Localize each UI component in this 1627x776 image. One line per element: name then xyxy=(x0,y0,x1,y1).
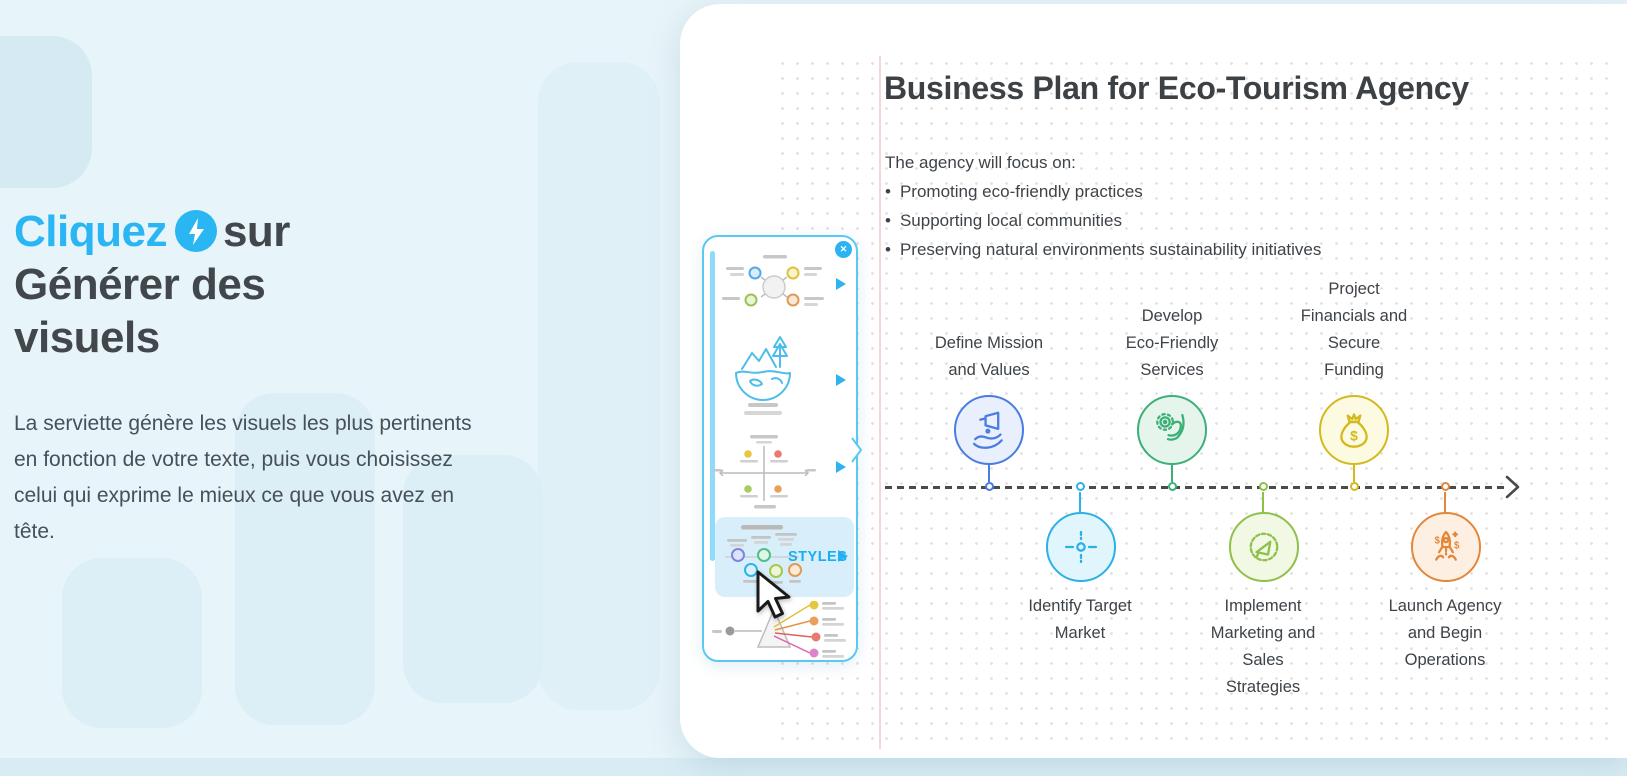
thumbnail-radial-diagram[interactable] xyxy=(718,253,830,317)
step-bubble-identify-market[interactable] xyxy=(1046,512,1116,582)
megaphone-hand-icon xyxy=(972,411,1003,449)
styles-label: STYLES xyxy=(788,549,848,565)
hero-heading-accent: Cliquez xyxy=(14,207,167,256)
background-shape xyxy=(403,455,543,703)
play-icon[interactable] xyxy=(836,461,846,473)
background-shape xyxy=(62,558,202,728)
background-band xyxy=(0,758,1627,776)
document-body: The agency will focus on: Promoting eco-… xyxy=(885,148,1321,264)
styles-panel: ✕ xyxy=(702,235,858,662)
hero-heading-line3: visuels xyxy=(14,313,160,362)
panel-scrollbar[interactable] xyxy=(710,251,715,561)
timeline-node xyxy=(1440,482,1450,491)
step-label: Implement Marketing and Sales Strategies xyxy=(1210,597,1316,696)
step-bubble-develop-services[interactable] xyxy=(1137,395,1207,465)
step-label: Launch Agency and Begin Operations xyxy=(1388,597,1502,669)
timeline-stem xyxy=(1262,492,1264,512)
timeline-node xyxy=(1167,482,1177,491)
money-bag-icon: $ xyxy=(1340,413,1368,448)
play-icon[interactable] xyxy=(836,278,846,290)
close-icon[interactable]: ✕ xyxy=(835,241,852,258)
timeline-node xyxy=(1075,482,1085,491)
play-icon[interactable] xyxy=(838,550,848,562)
timeline-node xyxy=(1349,482,1359,491)
svg-text:$: $ xyxy=(1435,536,1441,547)
hero-heading-word: sur xyxy=(222,207,290,256)
promo-badge-icon xyxy=(1249,532,1279,562)
gear-hand-icon xyxy=(1156,412,1185,441)
step-label: Project Financials and Secure Funding xyxy=(1300,280,1408,379)
svg-text:$: $ xyxy=(1454,541,1460,552)
bullet-item: Preserving natural environments sustaina… xyxy=(885,235,1321,264)
svg-text:$: $ xyxy=(1350,428,1358,443)
timeline-stem xyxy=(1079,492,1081,512)
thumbnail-prism-diagram[interactable] xyxy=(712,601,852,662)
timeline-stem xyxy=(988,465,990,482)
timeline-stem xyxy=(1353,465,1355,482)
background-shape xyxy=(0,36,92,188)
timeline-axis xyxy=(885,486,1507,489)
background-shape xyxy=(538,62,660,710)
timeline-node xyxy=(984,482,994,491)
hero-heading-line2: Générer des xyxy=(14,260,266,309)
lightning-bolt-icon xyxy=(174,210,217,252)
bullet-item: Promoting eco-friendly practices xyxy=(885,177,1321,206)
timeline-stem xyxy=(1444,492,1446,512)
play-icon[interactable] xyxy=(836,374,846,386)
panel-pointer-notch xyxy=(851,437,862,463)
step-label: Develop Eco-Friendly Services xyxy=(1125,307,1219,379)
step-label: Identify Target Market xyxy=(1028,597,1132,642)
hero-copy: Cliquez sur Générer des visuels La servie… xyxy=(14,205,534,550)
timeline-stem xyxy=(1171,465,1173,482)
mouse-cursor-icon xyxy=(756,570,791,619)
document-intro: The agency will focus on: xyxy=(885,153,1076,172)
target-crosshair-icon xyxy=(1064,530,1098,564)
background-shape xyxy=(235,393,375,725)
thumbnail-timeline-art xyxy=(725,525,802,584)
step-bubble-project-financials[interactable]: $ xyxy=(1319,395,1389,465)
hero-heading: Cliquez sur Générer des visuels xyxy=(14,205,534,364)
hero-paragraph: La serviette génère les visuels les plus… xyxy=(14,412,472,543)
timeline-node xyxy=(1258,482,1268,491)
document-title: Business Plan for Eco-Tourism Agency xyxy=(884,70,1469,106)
thumbnail-quadrant-matrix[interactable] xyxy=(712,433,816,513)
rocket-icon: $ $ xyxy=(1435,530,1460,561)
timeline-arrowhead-icon xyxy=(1505,475,1520,499)
thumbnail-earth-illustration[interactable] xyxy=(728,333,800,425)
step-bubble-launch-agency[interactable]: $ $ xyxy=(1411,512,1481,582)
step-bubble-implement-marketing[interactable] xyxy=(1229,512,1299,582)
bullet-item: Supporting local communities xyxy=(885,206,1321,235)
notebook-margin-line xyxy=(879,56,881,749)
step-bubble-define-mission[interactable] xyxy=(954,395,1024,465)
step-label: Define Mission and Values xyxy=(934,334,1044,379)
document-canvas: Business Plan for Eco-Tourism Agency The… xyxy=(680,4,1627,758)
